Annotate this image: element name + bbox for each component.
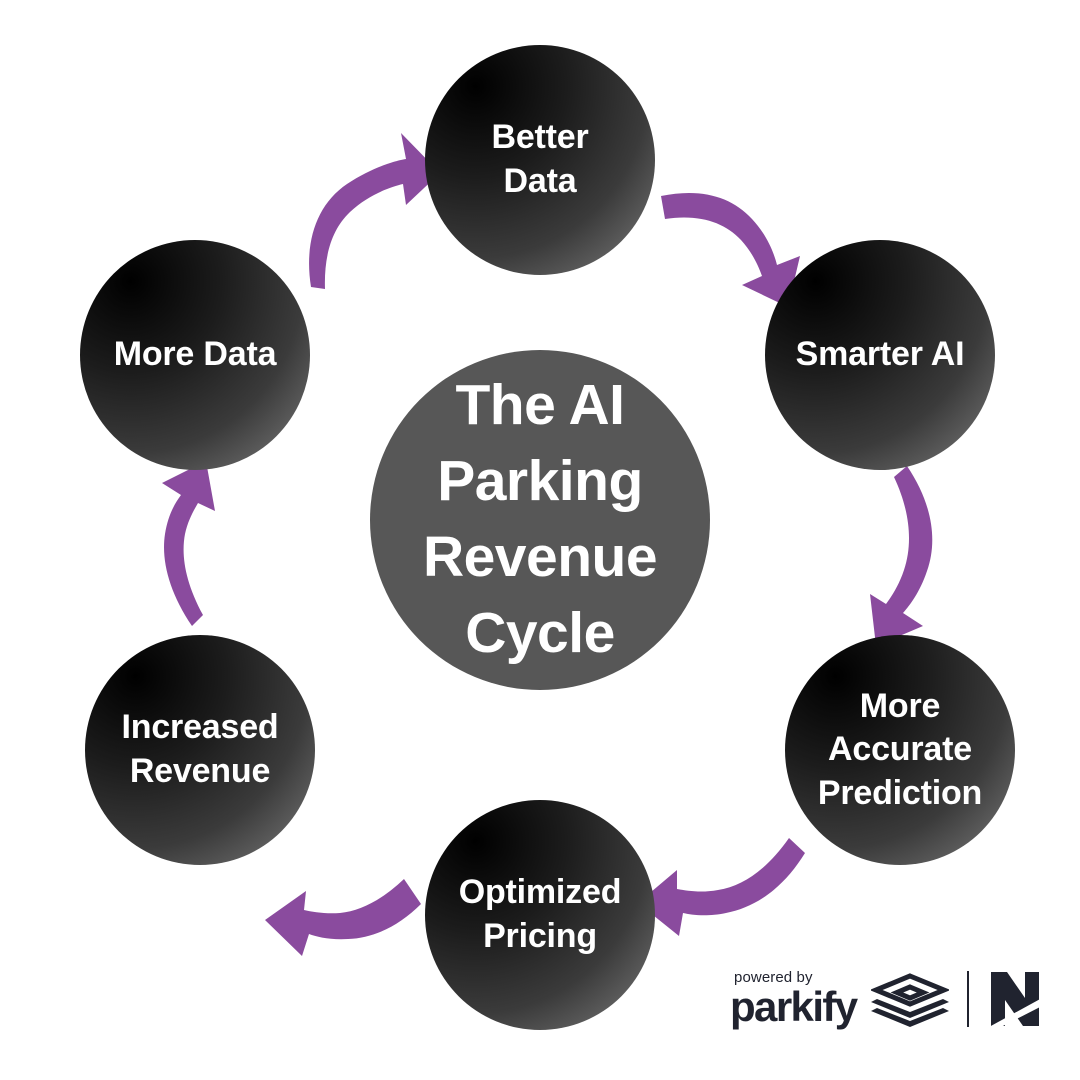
node-circle-more-accurate-prediction[interactable]: [785, 635, 1015, 865]
node-circle-optimized-pricing[interactable]: [425, 800, 655, 1030]
node-label-increased-revenue: Increased Revenue: [121, 708, 279, 790]
n-monogram-icon: [988, 972, 1042, 1028]
parkify-wordmark: powered by parkify: [730, 969, 858, 1030]
node-circle-smarter-ai[interactable]: [765, 240, 995, 470]
arrow-optimized-pricing-to-increased-revenue: [265, 879, 421, 956]
node-circle-better-data[interactable]: [425, 45, 655, 275]
node-label-more-data: More Data: [113, 335, 277, 374]
node-circle-increased-revenue[interactable]: [85, 635, 315, 865]
node-more-accurate-prediction[interactable]: More Accurate Prediction: [785, 635, 1015, 865]
powered-by-label: powered by: [734, 969, 813, 986]
arrow-more-data-to-better-data: [309, 133, 440, 289]
node-label-smarter-ai: Smarter AI: [795, 335, 965, 374]
layered-diamond-icon: [870, 973, 949, 1027]
node-label-more-accurate-prediction: More Accurate Prediction: [817, 686, 983, 812]
parkify-brand-label: parkify: [730, 983, 858, 1030]
footer-logo-lockup: powered by parkify: [730, 962, 1050, 1036]
node-smarter-ai[interactable]: Smarter AI: [765, 240, 995, 470]
node-better-data[interactable]: Better Data: [425, 45, 655, 275]
node-increased-revenue[interactable]: Increased Revenue: [85, 635, 315, 865]
node-label-better-data: Better Data: [491, 118, 589, 200]
cycle-hub: The AI Parking Revenue Cycle: [370, 350, 710, 690]
node-optimized-pricing[interactable]: Optimized Pricing: [425, 800, 655, 1030]
logo-divider: [966, 971, 969, 1027]
node-circle-more-data[interactable]: [80, 240, 310, 470]
arrow-better-data-to-smarter-ai: [661, 192, 800, 307]
arrow-increased-revenue-to-more-data: [162, 461, 215, 626]
node-label-optimized-pricing: Optimized Pricing: [458, 873, 622, 955]
cycle-hub-label: The AI Parking Revenue Cycle: [422, 373, 658, 665]
node-more-data[interactable]: More Data: [80, 240, 310, 470]
arrow-prediction-to-optimized-pricing: [638, 838, 805, 936]
arrow-smarter-ai-to-prediction: [870, 466, 933, 646]
